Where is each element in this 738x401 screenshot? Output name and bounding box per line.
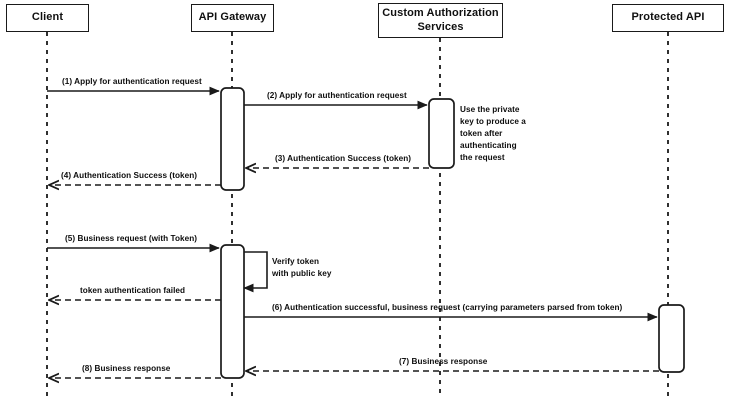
message-label-7: (7) Business response xyxy=(399,357,488,366)
self-messages-layer xyxy=(244,251,268,288)
participant-box-client[interactable]: Client xyxy=(6,4,89,32)
message-label-5: (5) Business request (with Token) xyxy=(65,234,198,243)
message-label-6: (6) Authentication successful, business … xyxy=(272,303,623,312)
activations-layer xyxy=(220,87,685,379)
message-label-8: (8) Business response xyxy=(82,364,171,373)
activation-bar-authsvc-token[interactable] xyxy=(428,98,455,169)
message-label-2: (2) Apply for authentication request xyxy=(267,91,407,100)
message-label-4: (4) Authentication Success (token) xyxy=(61,171,198,180)
participant-label-api: Protected API xyxy=(631,11,705,24)
activation-bar-api-biz[interactable] xyxy=(658,304,685,373)
message-label-fail: token authentication failed xyxy=(80,286,186,295)
participant-box-api[interactable]: Protected API xyxy=(612,4,724,32)
message-label-1: (1) Apply for authentication request xyxy=(62,77,202,86)
activation-bar-gateway-auth[interactable] xyxy=(220,87,245,191)
participant-label-client: Client xyxy=(31,11,64,24)
activation-bar-gateway-biz[interactable] xyxy=(220,244,245,379)
messages-layer xyxy=(47,91,659,378)
message-label-3: (3) Authentication Success (token) xyxy=(275,154,412,163)
participant-box-gateway[interactable]: API Gateway xyxy=(191,4,274,32)
lifelines-layer xyxy=(46,32,669,398)
participant-label-gateway: API Gateway xyxy=(198,11,267,24)
self-message-verify-token xyxy=(244,251,268,288)
